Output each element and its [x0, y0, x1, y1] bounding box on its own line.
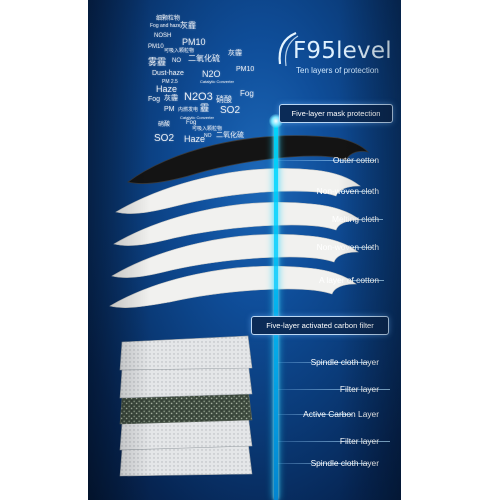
shield-swoosh-icon [278, 31, 299, 67]
filter-layer-label: Filter layer [339, 384, 379, 394]
mask-layer-cotton [109, 265, 357, 308]
cloud-word: PM10 [236, 66, 255, 73]
brand-title: F95level [293, 38, 392, 64]
cloud-word: N2O3 [184, 91, 213, 103]
mask-layer-label: Non-woven cloth [316, 242, 379, 252]
cloud-word: NOSH [154, 33, 172, 39]
cloud-word: 可吸入颗粒物 [164, 48, 195, 54]
cloud-word: 内燃发电 [178, 107, 199, 113]
cloud-word: 可吸入颗粒物 [192, 126, 223, 132]
filter-layer-label: Spindle cloth layer [310, 458, 379, 468]
cloud-word: Dust-haze [152, 70, 184, 77]
cloud-word: 细颗粒物 [156, 16, 181, 22]
cloud-word: Haze [156, 84, 178, 94]
mask-layer-label: A layer of cotton [318, 275, 379, 285]
mask-layer-melting [113, 202, 361, 246]
cloud-word: NO [204, 133, 212, 139]
cloud-word: SO2 [154, 133, 175, 144]
guide-line [278, 389, 390, 390]
filter-section-heading: Five-layer activated carbon filter [251, 316, 389, 335]
cloud-word: PM 2.5 [162, 79, 178, 85]
cloud-word: 二氧化硫 [216, 132, 244, 139]
cloud-word: Catalytic Converter [200, 79, 235, 84]
filter-layer-spindle-top [119, 335, 253, 371]
light-beam [274, 120, 278, 500]
mask-layer-label: Non-woven cloth [316, 186, 379, 196]
cloud-word: N2O [202, 69, 221, 79]
cloud-word: 灰霾 [180, 21, 196, 30]
guide-line [278, 463, 368, 464]
filter-layer-label: Filter layer [339, 436, 379, 446]
brand-tagline: Ten layers of protection [296, 66, 379, 75]
guide-line [278, 414, 352, 415]
cloud-word: PM10 [182, 37, 206, 47]
mask-layer-non-woven-1 [115, 168, 361, 214]
filter-layer-label: Active Carbon Layer [303, 409, 379, 419]
cloud-word: Haze [184, 134, 206, 144]
cloud-word: 二氧化硫 [188, 54, 220, 63]
mask-section-heading: Five-layer mask protection [279, 104, 393, 123]
cloud-word: Fog [240, 89, 254, 98]
cloud-word: Fog [148, 96, 161, 103]
guide-line [278, 441, 390, 442]
cloud-word: Fog [186, 120, 197, 126]
cloud-word: 灰霾 [164, 95, 178, 102]
mask-layers-illustration [109, 135, 370, 477]
mask-layer-non-woven-2 [111, 234, 359, 278]
cloud-word: 硝酸 [158, 122, 171, 128]
guide-line [278, 160, 376, 161]
mask-layer-outer-cotton [127, 135, 370, 184]
cloud-word: 灰霾 [228, 50, 242, 57]
mask-layer-label: Melting cloth [331, 214, 379, 224]
cloud-word: PM [164, 106, 175, 113]
cloud-word: NO [172, 58, 181, 64]
cloud-word: SO2 [220, 105, 241, 116]
product-poster: 细颗粒物 Fog and haze 灰霾 NOSH PM10 可吸入颗粒物 PM… [88, 0, 401, 500]
cloud-word: PM10 [148, 44, 164, 50]
filter-layer-label: Spindle cloth layer [310, 357, 379, 367]
cloud-word: 硝酸 [216, 95, 232, 104]
cloud-word: Catalytic Converter [180, 115, 215, 120]
cloud-word: Fog and haze [150, 23, 181, 29]
guide-line [278, 362, 368, 363]
cloud-word: 雾霾 [148, 57, 167, 67]
mask-layer-label: Outer cotton [332, 155, 379, 165]
cloud-word: 霾 [200, 103, 210, 113]
